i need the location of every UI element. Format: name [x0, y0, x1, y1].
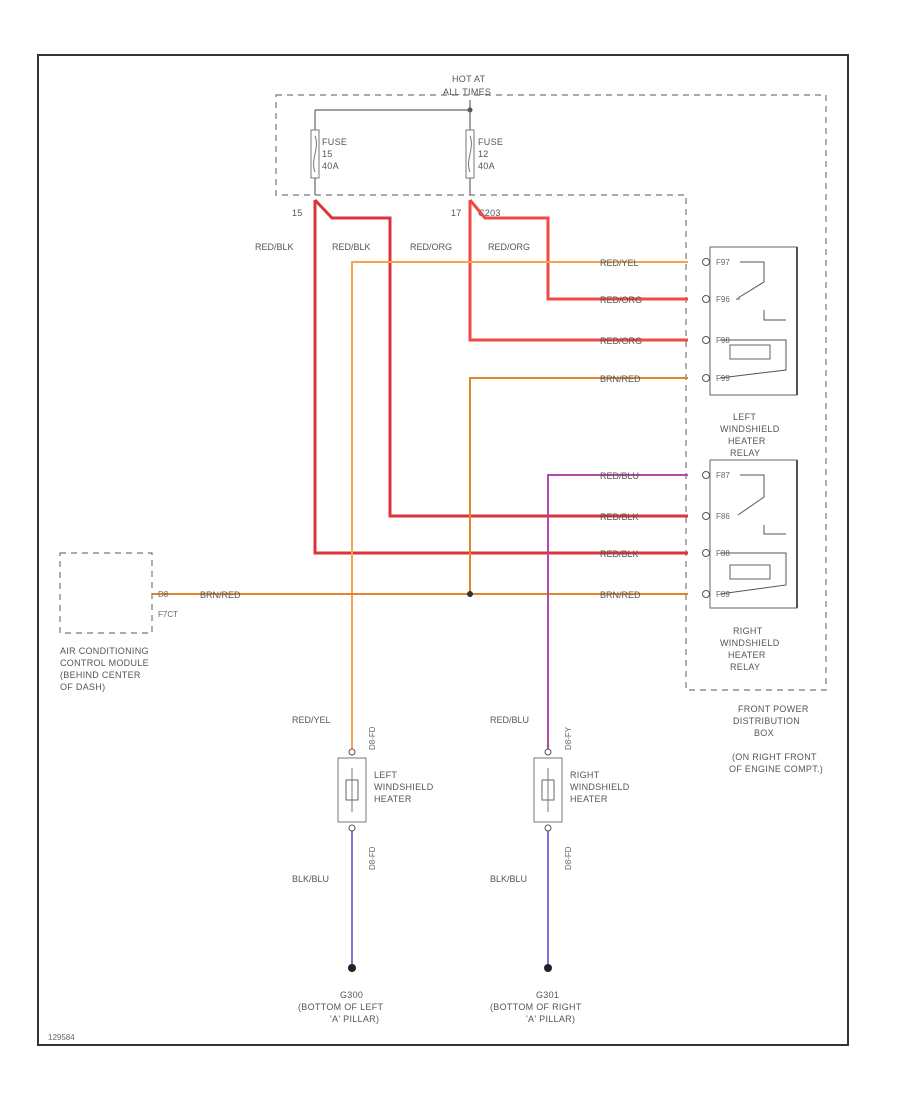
fuse-15-number: 15: [322, 149, 333, 159]
fuse-box-region: [275, 94, 827, 691]
left-relay-title-4: RELAY: [730, 448, 760, 458]
pdb-label: FRONT POWER DISTRIBUTION BOX (ON RIGHT F…: [729, 704, 823, 774]
left-windshield-heater: RED/YEL D8-FD LEFT WINDSHIELD HEATER D8-…: [292, 715, 434, 884]
diagram-frame: [37, 54, 849, 1046]
wire-red-blk-b: [313, 200, 688, 555]
right-relay-wire-1: RED/BLU: [600, 471, 639, 481]
fuse-12-number: 12: [478, 149, 489, 159]
left-relay-wire-3: RED/ORG: [600, 336, 642, 346]
ac-module-label-2: CONTROL MODULE: [60, 658, 149, 668]
left-relay-wire-4: BRN/RED: [600, 374, 641, 384]
ac-module-pin: D8: [158, 590, 169, 599]
right-heater-label-3: HEATER: [570, 794, 608, 804]
wire-red-blu: [547, 474, 688, 752]
ground-right-label-3: 'A' PILLAR): [526, 1014, 575, 1024]
left-relay-title-1: LEFT: [733, 412, 756, 422]
left-relay-pin-1: F97: [716, 258, 730, 267]
fuse-12-connector: C203: [478, 208, 501, 218]
ground-left: G300 (BOTTOM OF LEFT 'A' PILLAR): [298, 964, 384, 1024]
fuse-15-amps: 40A: [322, 161, 339, 171]
ground-left-label-3: 'A' PILLAR): [330, 1014, 379, 1024]
left-heater-bottom-connector: D8-FD: [368, 846, 377, 870]
ac-control-module: D8 F7CT BRN/RED AIR CONDITIONING CONTROL…: [59, 552, 241, 692]
wires: [152, 198, 688, 965]
power-header-line1: HOT AT: [452, 74, 486, 84]
left-heater-top-wire-label: RED/YEL: [292, 715, 331, 725]
wire-label-top-3: RED/ORG: [410, 242, 452, 252]
splice-node: [467, 591, 473, 597]
fuse-15-terminal: 15: [292, 208, 303, 218]
right-heater-label-2: WINDSHIELD: [570, 782, 630, 792]
right-heater-label-1: RIGHT: [570, 770, 600, 780]
left-relay-pin-4: F99: [716, 374, 730, 383]
pdb-label-3: BOX: [754, 728, 774, 738]
ac-module-wire-label: BRN/RED: [200, 590, 241, 600]
right-relay-title-4: RELAY: [730, 662, 760, 672]
left-windshield-heater-relay: F97 F96 F98 F99 LEFT WINDSHIELD HEATER R…: [702, 246, 798, 458]
wire-red-blk-a: [313, 198, 688, 518]
right-relay-pin-4: F89: [716, 590, 730, 599]
wire-brn-red-a: [469, 377, 688, 594]
right-heater-top-connector: D8-FY: [564, 726, 573, 750]
left-heater-top-connector: D8-FD: [368, 726, 377, 750]
wire-red-org-b: [468, 200, 688, 342]
wire-red-org-a: [468, 199, 688, 301]
fuse-12: FUSE 12 40A 17 C203: [451, 110, 503, 218]
right-relay-pin-1: F87: [716, 471, 730, 480]
right-relay-wire-2: RED/BLK: [600, 512, 639, 522]
left-heater-bottom-wire-label: BLK/BLU: [292, 874, 329, 884]
diagram-id: 129584: [48, 1033, 75, 1042]
right-windshield-heater: RED/BLU D8-FY RIGHT WINDSHIELD HEATER D8…: [490, 715, 630, 884]
ac-module-connector: F7CT: [158, 610, 178, 619]
fuse-15: FUSE 15 40A 15: [292, 110, 347, 218]
right-windshield-heater-relay: F87 F86 F88 F89 RIGHT WINDSHIELD HEATER …: [702, 459, 798, 672]
left-relay-title-3: HEATER: [728, 436, 766, 446]
fuse-15-name: FUSE: [322, 137, 347, 147]
fuse-12-name: FUSE: [478, 137, 503, 147]
right-relay-pin-2: F86: [716, 512, 730, 521]
pdb-label-4: (ON RIGHT FRONT: [732, 752, 817, 762]
wire-label-top-1: RED/BLK: [255, 242, 294, 252]
ac-module-label-4: OF DASH): [60, 682, 105, 692]
left-relay-title-2: WINDSHIELD: [720, 424, 780, 434]
pdb-label-5: OF ENGINE COMPT.): [729, 764, 823, 774]
power-header-line2: ALL TIMES: [443, 87, 491, 97]
ground-right: G301 (BOTTOM OF RIGHT 'A' PILLAR): [490, 964, 582, 1024]
ground-right-label-1: G301: [536, 990, 559, 1000]
wire-label-top-4: RED/ORG: [488, 242, 530, 252]
ac-module-label-1: AIR CONDITIONING: [60, 646, 149, 656]
ground-left-label-2: (BOTTOM OF LEFT: [298, 1002, 384, 1012]
left-relay-wire-1: RED/YEL: [600, 258, 639, 268]
left-relay-wire-2: RED/ORG: [600, 295, 642, 305]
ground-left-label-1: G300: [340, 990, 363, 1000]
ground-right-label-2: (BOTTOM OF RIGHT: [490, 1002, 582, 1012]
left-heater-label-2: WINDSHIELD: [374, 782, 434, 792]
ac-module-label-3: (BEHIND CENTER: [60, 670, 141, 680]
wire-red-yel: [351, 261, 688, 752]
right-relay-title-2: WINDSHIELD: [720, 638, 780, 648]
left-heater-label-3: HEATER: [374, 794, 412, 804]
right-heater-top-wire-label: RED/BLU: [490, 715, 529, 725]
fuse-12-amps: 40A: [478, 161, 495, 171]
pdb-label-1: FRONT POWER: [738, 704, 809, 714]
right-relay-wire-4: BRN/RED: [600, 590, 641, 600]
right-heater-bottom-connector: D8-FD: [564, 846, 573, 870]
right-relay-wire-3: RED/BLK: [600, 549, 639, 559]
wire-label-top-2: RED/BLK: [332, 242, 371, 252]
pdb-label-2: DISTRIBUTION: [733, 716, 800, 726]
right-relay-title-3: HEATER: [728, 650, 766, 660]
left-relay-pin-2: F96: [716, 295, 730, 304]
right-heater-bottom-wire-label: BLK/BLU: [490, 874, 527, 884]
left-heater-label-1: LEFT: [374, 770, 397, 780]
fuse-12-terminal: 17: [451, 208, 462, 218]
right-relay-title-1: RIGHT: [733, 626, 763, 636]
